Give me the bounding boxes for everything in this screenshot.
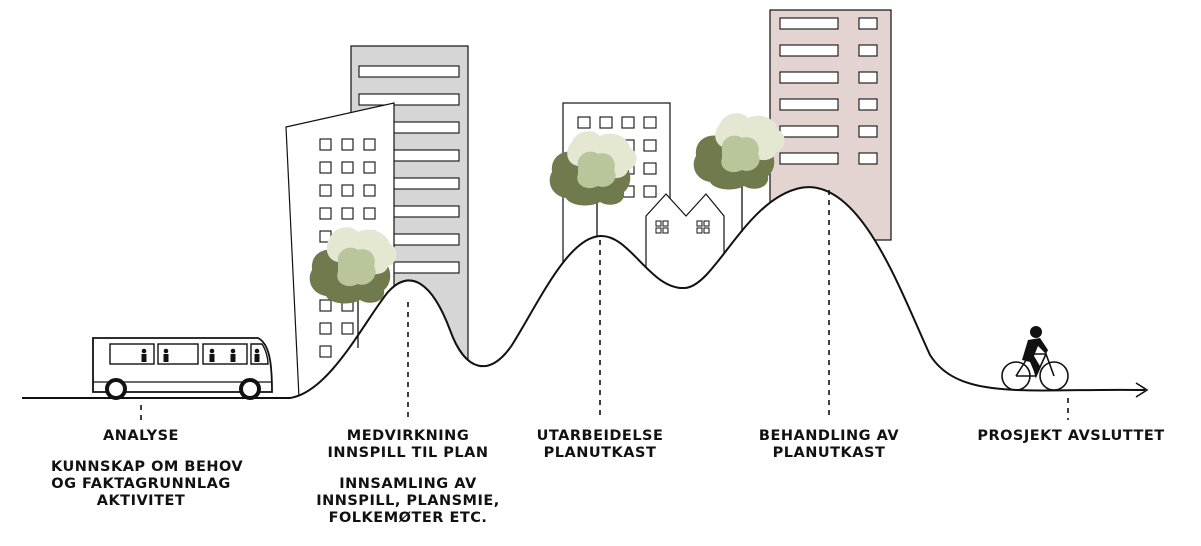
- stage-title: MEDVIRKNING: [346, 428, 470, 444]
- stage-medvirkning-label: MEDVIRKNING INNSPILL TIL PLAN INNSAMLING…: [303, 428, 513, 527]
- tree-icon: [549, 131, 637, 236]
- stage-utarbeidelse-label: UTARBEIDELSE PLANUTKAST: [520, 428, 680, 462]
- stage-detail: KUNNSKAP OM BEHOV: [51, 459, 244, 475]
- stage-analyse-label: ANALYSE KUNNSKAP OM BEHOV OG FAKTAGRUNNL…: [51, 428, 244, 510]
- stage-title: BEHANDLING AV: [758, 428, 900, 444]
- stage-title: UTARBEIDELSE: [536, 428, 664, 444]
- stage-title: INNSPILL TIL PLAN: [327, 445, 489, 461]
- stage-title: ANALYSE: [103, 428, 179, 444]
- stage-detail: INNSPILL, PLANSMIE,: [316, 493, 500, 509]
- stage-detail: INNSAMLING AV: [339, 476, 477, 492]
- stage-title: PROSJEKT AVSLUTTET: [977, 428, 1165, 444]
- arrow-icon: [1135, 382, 1149, 398]
- stage-title: PLANUTKAST: [772, 445, 886, 461]
- stage-markers: [140, 190, 1069, 420]
- stage-detail: AKTIVITET: [96, 493, 186, 509]
- stage-detail: FOLKEMØTER ETC.: [328, 510, 488, 526]
- tree-icon: [309, 227, 397, 348]
- tree-icon: [693, 113, 785, 232]
- bus-icon: [92, 337, 273, 400]
- process-path-line: [22, 186, 1146, 399]
- stage-avsluttet-label: PROSJEKT AVSLUTTET: [951, 428, 1191, 445]
- stage-behandling-label: BEHANDLING AV PLANUTKAST: [744, 428, 914, 462]
- stage-title: PLANUTKAST: [543, 445, 657, 461]
- hills-fill: [290, 187, 1100, 546]
- stage-detail: OG FAKTAGRUNNLAG: [51, 476, 231, 492]
- cyclist-icon: [1001, 326, 1069, 391]
